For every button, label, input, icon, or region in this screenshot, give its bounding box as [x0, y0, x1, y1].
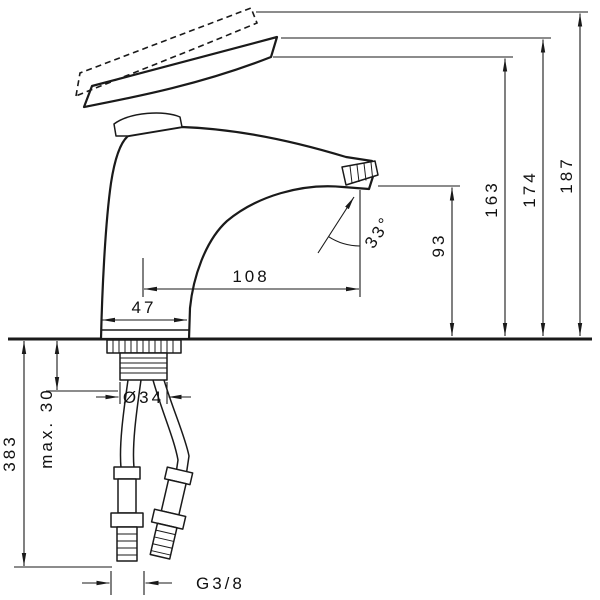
faucet-lever-raised-phantom [74, 6, 259, 98]
dim-163-label: 163 [482, 180, 501, 217]
faucet-lever [82, 35, 279, 109]
aerator [341, 160, 379, 186]
dimension-max30: max. 30 [37, 341, 60, 469]
dimension-33deg: 33° [317, 196, 396, 254]
faucet-body [99, 125, 378, 341]
dimension-163: 163 [482, 58, 508, 336]
supply-hose-left [110, 379, 144, 562]
dimension-47: 47 [102, 298, 187, 323]
handle-cap [113, 112, 183, 137]
dimension-187: 187 [557, 13, 583, 336]
dimension-108: 108 [144, 267, 359, 292]
supply-hose-right [149, 379, 194, 560]
dimension-g38: G3/8 [82, 574, 245, 593]
dim-187-label: 187 [557, 156, 576, 193]
dimension-93: 93 [429, 187, 455, 336]
dim-33deg-label: 33° [361, 212, 396, 251]
extension-lines [14, 11, 588, 595]
dim-383-label: 383 [0, 434, 19, 471]
dim-174-label: 174 [520, 170, 539, 207]
dim-max30-label: max. 30 [37, 387, 56, 468]
dim-g38-label: G3/8 [196, 574, 245, 593]
dimension-dia34: Ø34 [96, 388, 191, 407]
dim-93-label: 93 [429, 233, 448, 258]
dim-dia34-label: Ø34 [123, 388, 164, 407]
dimension-383: 383 [0, 341, 27, 566]
dim-108-label: 108 [232, 267, 269, 286]
dimension-174: 174 [520, 39, 546, 336]
dim-47-label: 47 [132, 298, 157, 317]
mounting-shank [106, 339, 182, 381]
